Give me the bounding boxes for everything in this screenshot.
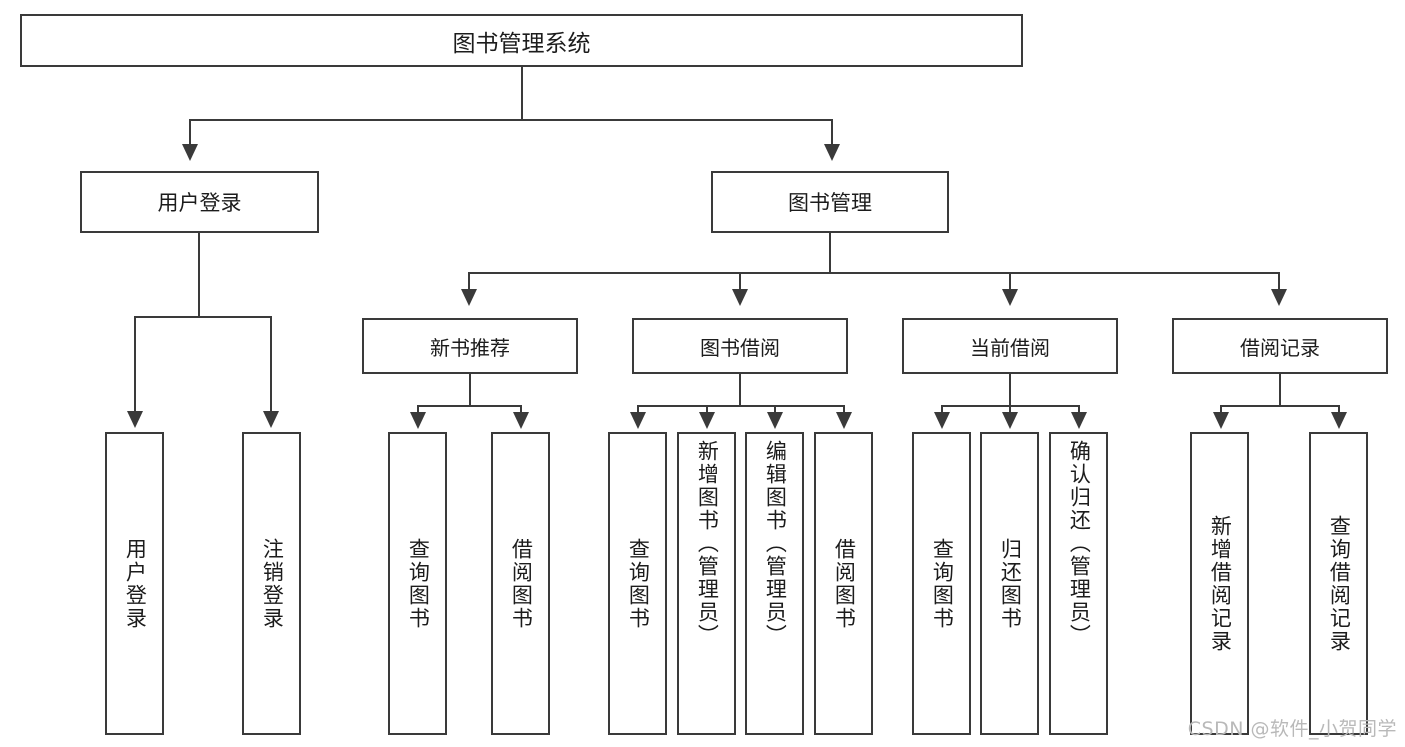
- connector-bus-to-current-borrow: [1009, 272, 1011, 290]
- csdn-watermark: CSDN @软件_小贺同学: [1187, 718, 1397, 740]
- leaf-new-book-borrow-book[interactable]: 借阅图书: [491, 432, 550, 735]
- arrow-book-borrow-leaf-2: [699, 412, 715, 429]
- node-new-book-recommend[interactable]: 新书推荐: [362, 318, 578, 374]
- leaf-label: 查询图书: [626, 537, 651, 630]
- connector-root-to-book-manage: [831, 119, 833, 145]
- arrow-new-book-leaf-1: [410, 412, 426, 429]
- leaf-current-borrow-return-book[interactable]: 归还图书: [980, 432, 1039, 735]
- arrow-root-to-book-manage: [824, 144, 840, 161]
- connector-root-to-user-login: [189, 119, 191, 145]
- node-label: 新书推荐: [430, 335, 510, 360]
- node-root-library-system[interactable]: 图书管理系统: [20, 14, 1023, 67]
- connector-root-bus: [189, 119, 833, 121]
- node-book-management[interactable]: 图书管理: [711, 171, 949, 233]
- leaf-user-login-logout[interactable]: 注销登录: [242, 432, 301, 735]
- connector-user-login-stem: [198, 233, 200, 317]
- node-book-borrow[interactable]: 图书借阅: [632, 318, 848, 374]
- arrow-to-current-borrow: [1002, 289, 1018, 306]
- node-label: 图书管理系统: [452, 30, 591, 57]
- leaf-current-borrow-query-book[interactable]: 查询图书: [912, 432, 971, 735]
- leaf-book-borrow-edit-book-admin[interactable]: 编辑图书（管理员）: [745, 432, 804, 735]
- leaf-book-borrow-query-book[interactable]: 查询图书: [608, 432, 667, 735]
- connector-book-manage-bus: [468, 272, 1280, 274]
- connector-book-borrow-bus: [637, 405, 845, 407]
- leaf-label: 借阅图书: [509, 537, 534, 630]
- leaf-label: 注销登录: [260, 537, 285, 630]
- connector-borrow-record-left: [1220, 405, 1222, 413]
- leaf-label: 查询图书: [930, 537, 955, 630]
- arrow-book-borrow-leaf-4: [836, 412, 852, 429]
- connector-root-stem: [521, 67, 523, 120]
- arrow-borrow-record-leaf-2: [1331, 412, 1347, 429]
- connector-current-borrow-c1: [941, 405, 943, 413]
- leaf-label: 归还图书: [998, 537, 1023, 630]
- arrow-to-book-borrow: [732, 289, 748, 306]
- connector-book-borrow-c4: [843, 405, 845, 413]
- arrow-new-book-leaf-2: [513, 412, 529, 429]
- connector-book-manage-stem: [829, 233, 831, 273]
- connector-book-borrow-c2: [706, 405, 708, 413]
- connector-current-borrow-c2: [1009, 405, 1011, 413]
- connector-user-login-left: [134, 316, 136, 412]
- connector-book-borrow-stem: [739, 374, 741, 406]
- leaf-current-borrow-confirm-return-admin[interactable]: 确认归还（管理员）: [1049, 432, 1108, 735]
- leaf-label: 借阅图书: [832, 537, 857, 630]
- connector-current-borrow-stem: [1009, 374, 1011, 406]
- leaf-label: 新增借阅记录: [1208, 514, 1233, 653]
- leaf-new-book-query-book[interactable]: 查询图书: [388, 432, 447, 735]
- leaf-book-borrow-borrow-book[interactable]: 借阅图书: [814, 432, 873, 735]
- connector-new-book-bus: [417, 405, 522, 407]
- connector-new-book-right: [520, 405, 522, 413]
- connector-borrow-record-bus: [1220, 405, 1340, 407]
- connector-bus-to-borrow-record: [1278, 272, 1280, 290]
- connector-book-borrow-c3: [774, 405, 776, 413]
- connector-bus-to-book-borrow: [739, 272, 741, 290]
- arrow-user-login-leaf-2: [263, 411, 279, 428]
- connector-book-borrow-c1: [637, 405, 639, 413]
- node-borrow-record[interactable]: 借阅记录: [1172, 318, 1388, 374]
- node-label: 图书借阅: [700, 335, 780, 360]
- leaf-borrow-record-add-record[interactable]: 新增借阅记录: [1190, 432, 1249, 735]
- leaf-label: 查询图书: [406, 537, 431, 630]
- leaf-book-borrow-add-book-admin[interactable]: 新增图书（管理员）: [677, 432, 736, 735]
- arrow-root-to-user-login: [182, 144, 198, 161]
- leaf-label: 用户登录: [123, 537, 148, 630]
- leaf-user-login-login[interactable]: 用户登录: [105, 432, 164, 735]
- connector-new-book-left: [417, 405, 419, 413]
- arrow-book-borrow-leaf-1: [630, 412, 646, 429]
- node-label: 借阅记录: [1240, 335, 1320, 360]
- arrow-current-borrow-leaf-2: [1002, 412, 1018, 429]
- leaf-borrow-record-query-record[interactable]: 查询借阅记录: [1309, 432, 1368, 735]
- node-user-login[interactable]: 用户登录: [80, 171, 319, 233]
- node-current-borrow[interactable]: 当前借阅: [902, 318, 1118, 374]
- connector-borrow-record-right: [1338, 405, 1340, 413]
- connector-current-borrow-c3: [1078, 405, 1080, 413]
- node-label: 用户登录: [157, 191, 242, 215]
- leaf-label: 查询借阅记录: [1327, 514, 1352, 653]
- arrow-book-borrow-leaf-3: [767, 412, 783, 429]
- connector-borrow-record-stem: [1279, 374, 1281, 406]
- connector-user-login-right: [270, 316, 272, 412]
- node-label: 当前借阅: [970, 335, 1050, 360]
- connector-bus-to-new-book: [468, 272, 470, 290]
- arrow-current-borrow-leaf-1: [934, 412, 950, 429]
- node-label: 图书管理: [788, 191, 872, 215]
- leaf-label: 编辑图书（管理员）: [763, 440, 788, 647]
- arrow-to-borrow-record: [1271, 289, 1287, 306]
- arrow-current-borrow-leaf-3: [1071, 412, 1087, 429]
- connector-user-login-bus: [134, 316, 271, 318]
- arrow-to-new-book-recommend: [461, 289, 477, 306]
- leaf-label: 新增图书（管理员）: [695, 440, 720, 647]
- leaf-label: 确认归还（管理员）: [1067, 440, 1092, 647]
- arrow-borrow-record-leaf-1: [1213, 412, 1229, 429]
- connector-new-book-stem: [469, 374, 471, 406]
- arrow-user-login-leaf-1: [127, 411, 143, 428]
